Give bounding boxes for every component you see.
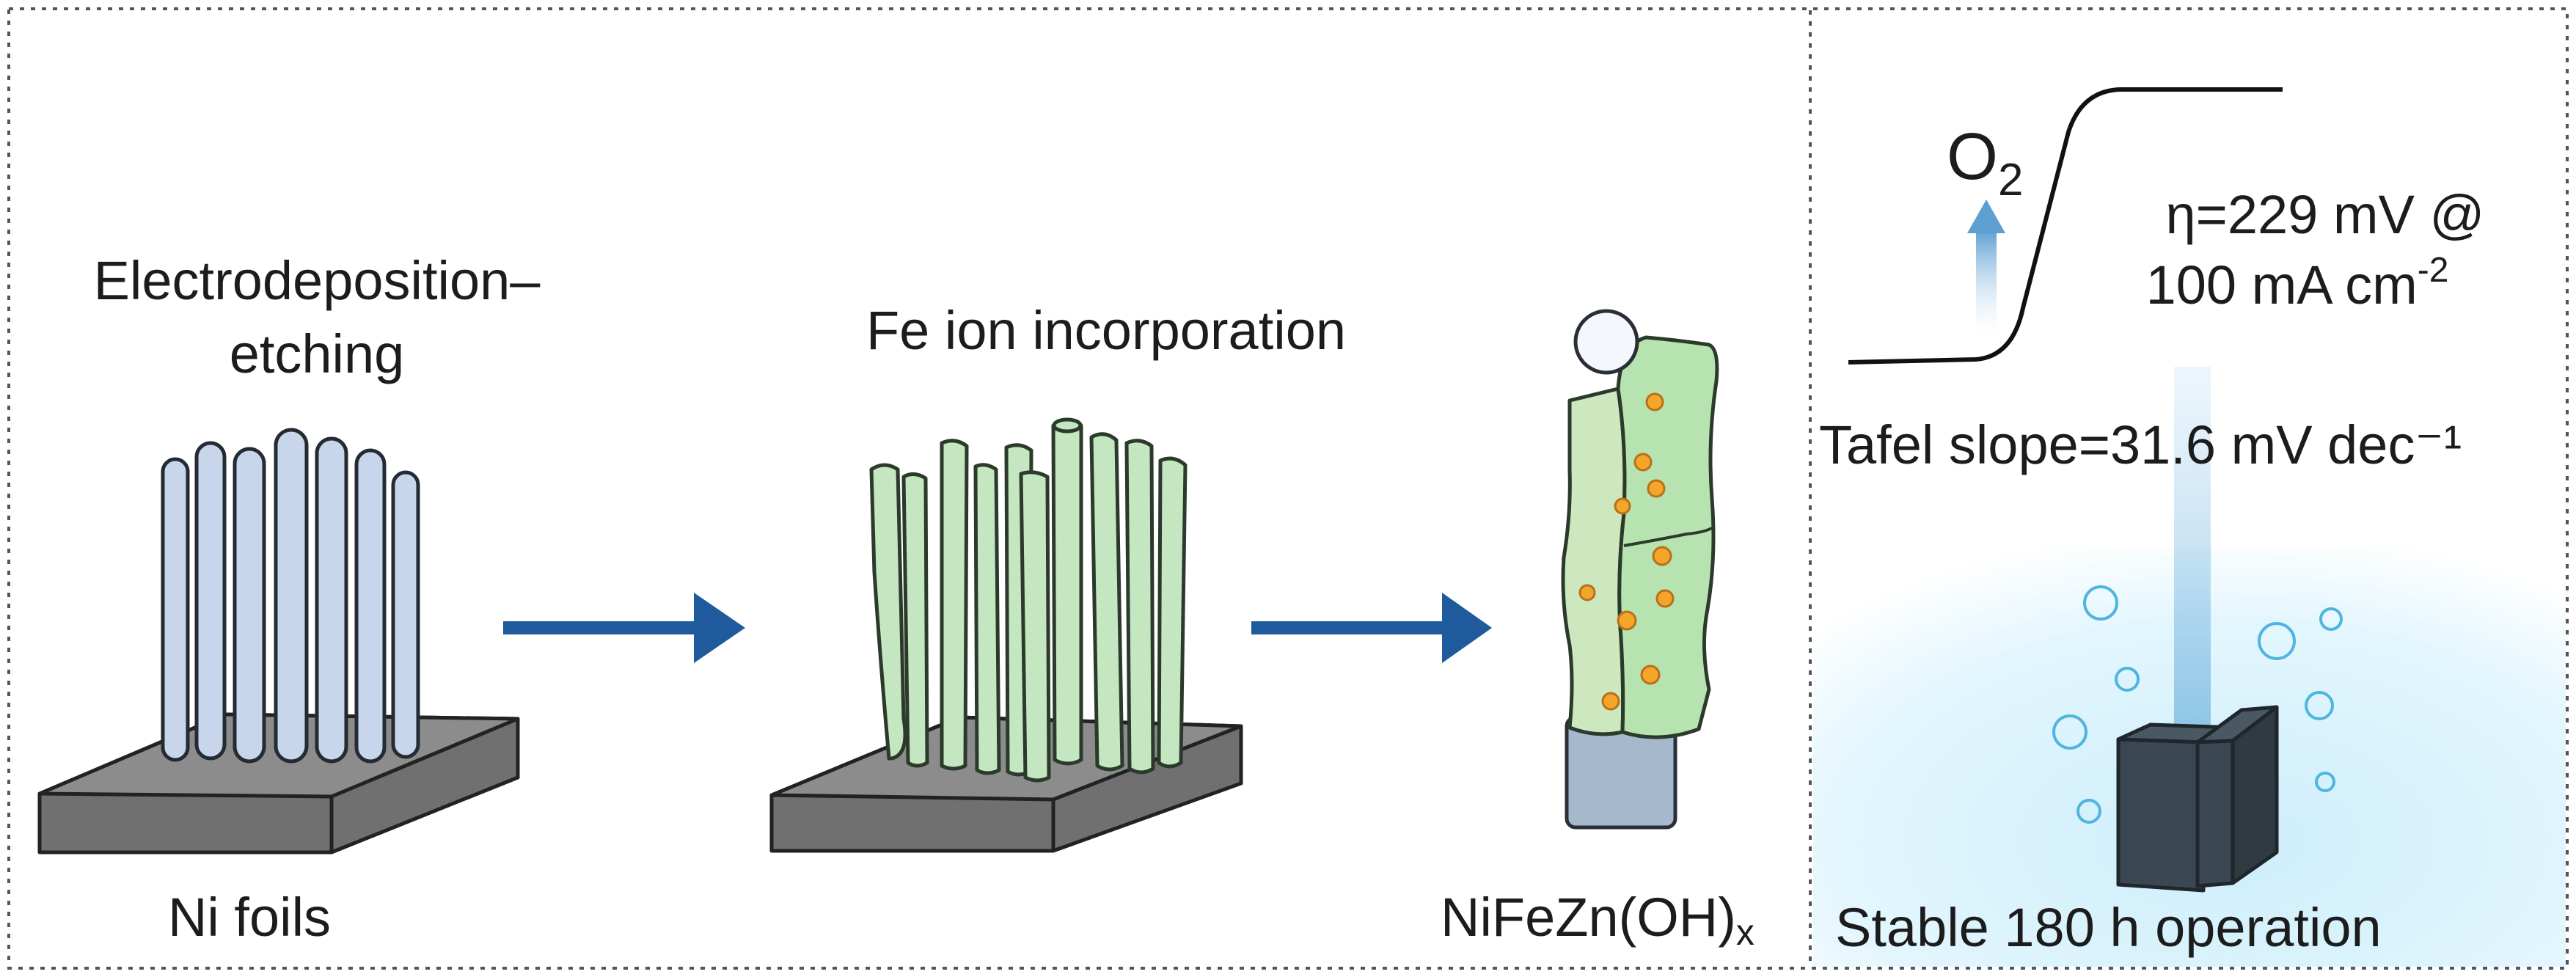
current-density-exponent: -2 [2418, 251, 2449, 290]
product-formula: NiFeZn(OH) [1441, 887, 1736, 948]
current-density-value: 100 mA cm [2146, 255, 2418, 315]
product-label: NiFeZn(OH)x [1441, 887, 1754, 953]
product-subscript: x [1736, 912, 1754, 953]
step1-label-line2: etching [230, 323, 405, 384]
process-arrow-1 [503, 593, 745, 663]
pristine-nanowires [161, 428, 420, 764]
oer-polarization-curve [1848, 87, 2283, 365]
overpotential-label: η=229 mV @ [2165, 184, 2484, 245]
gas-bubbles [2052, 585, 2343, 824]
tafel-slope-label: Tafel slope=31.6 mV dec⁻¹ [1819, 414, 2462, 475]
current-density-label: 100 mA cm-2 [2146, 251, 2449, 315]
process-arrow-2 [1251, 593, 1492, 663]
o2-symbol: O [1947, 120, 1998, 194]
o2-label: O2 [1947, 120, 2024, 205]
step1-label-line1: Electrodeposition– [94, 250, 541, 311]
fe-nanowires [869, 417, 1188, 783]
ni-foils-label: Ni foils [168, 887, 331, 948]
o2-subscript: 2 [1998, 155, 2023, 205]
electrode-pair [2116, 705, 2279, 893]
oxygen-release-arrow [1967, 200, 2005, 340]
adsorbed-bubble [1573, 309, 1639, 375]
stability-label: Stable 180 h operation [1835, 897, 2382, 958]
fe-dopant-dots [1578, 392, 1675, 711]
step2-label: Fe ion incorporation [866, 300, 1346, 361]
product-nanowire [1561, 309, 1719, 830]
outer-border [7, 7, 2569, 970]
